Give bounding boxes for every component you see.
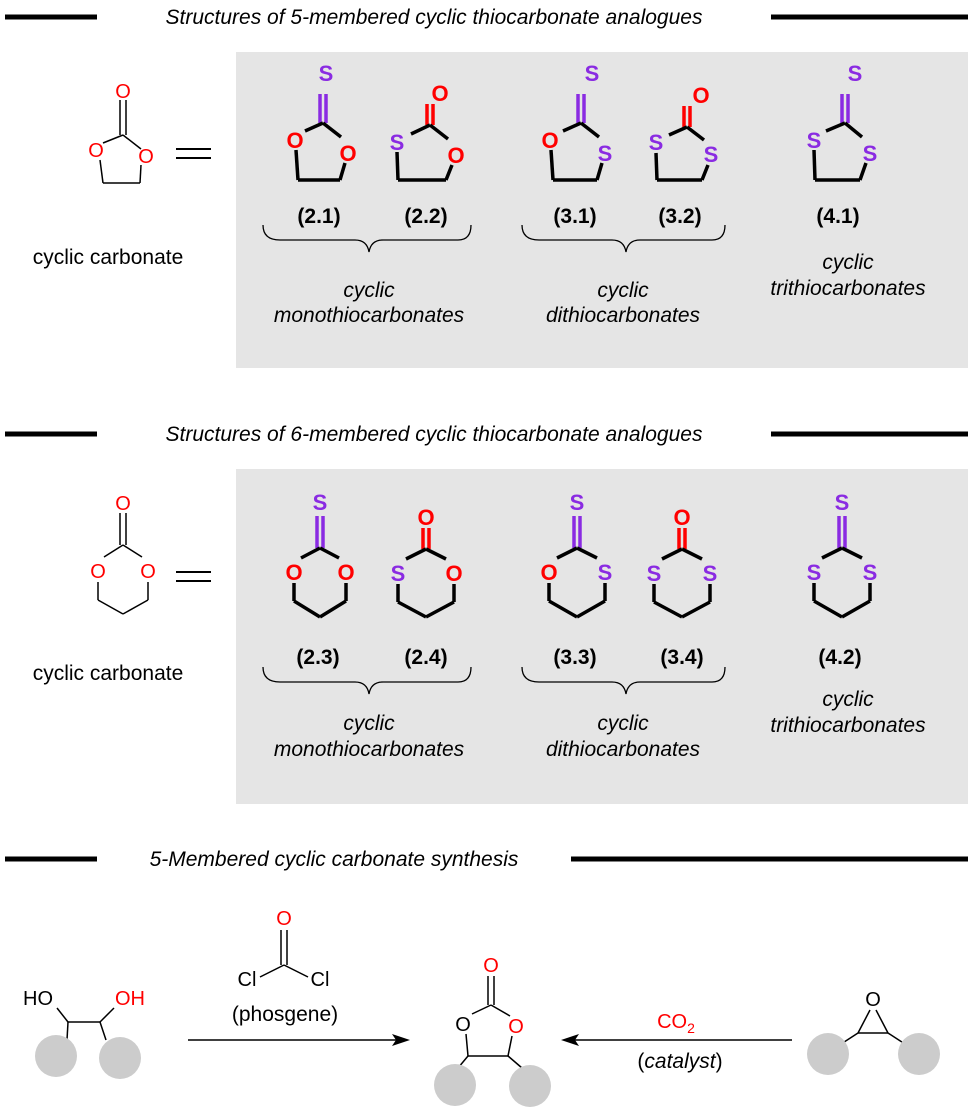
svg-text:S: S — [319, 61, 334, 86]
svg-text:O: O — [541, 128, 558, 153]
svg-text:O: O — [445, 561, 462, 586]
svg-text:OH: OH — [115, 988, 145, 1010]
ref6-ring-o-left: O — [90, 561, 106, 583]
catalyst-label: (catalyst) — [637, 1050, 722, 1073]
molecule-4-1: S S S — [807, 61, 878, 182]
svg-text:O: O — [508, 1016, 524, 1038]
molecule-3-4: O S S — [647, 505, 718, 619]
svg-text:S: S — [391, 561, 406, 586]
molecule-3-1: S O S — [541, 61, 613, 182]
compound-label-2-2: (2.2) — [404, 205, 447, 228]
svg-text:S: S — [848, 61, 863, 86]
diol-molecule: HO OH — [23, 988, 145, 1079]
svg-text:S: S — [598, 560, 613, 585]
ref5-ring-o-right: O — [138, 146, 154, 168]
svg-text:O: O — [431, 81, 448, 106]
co2-label: CO2 — [657, 1011, 695, 1036]
molecule-4-2: S S S — [807, 490, 878, 619]
svg-text:O: O — [337, 560, 354, 585]
svg-text:S: S — [313, 490, 328, 515]
ref6-carbonyl-o: O — [115, 493, 131, 515]
compound-label-3-1: (3.1) — [553, 205, 596, 228]
ref5-ring-o-left: O — [88, 140, 104, 162]
compound-label-2-3: (2.3) — [296, 646, 339, 669]
reference-cyclic-carbonate-6 — [97, 513, 149, 615]
svg-text:S: S — [703, 561, 718, 586]
svg-text:Cl: Cl — [238, 969, 257, 991]
group-label-mono-6-line1: cyclic — [343, 712, 395, 735]
compound-label-4-2: (4.2) — [818, 646, 861, 669]
svg-text:Cl: Cl — [311, 969, 330, 991]
molecule-3-2: O S S — [649, 83, 719, 182]
svg-text:S: S — [390, 130, 405, 155]
group-label-di-5-line1: cyclic — [597, 279, 649, 302]
group-label-tri-6-line2: trithiocarbonates — [770, 714, 926, 737]
group-label-di-5-line2: dithiocarbonates — [546, 304, 701, 327]
panel-5-membered — [236, 52, 968, 368]
compound-label-3-2: (3.2) — [658, 205, 701, 228]
compound-label-2-1: (2.1) — [297, 205, 340, 228]
svg-text:O: O — [286, 128, 303, 153]
svg-text:S: S — [585, 61, 600, 86]
reverse-arrow — [561, 1034, 792, 1046]
svg-text:O: O — [692, 83, 709, 108]
svg-text:S: S — [598, 141, 613, 166]
brace-dithiocarbonates-5 — [521, 224, 726, 253]
epoxide-molecule: O — [807, 989, 940, 1075]
ref5-label: cyclic carbonate — [33, 246, 184, 269]
ref6-ring-o-right: O — [140, 561, 156, 583]
svg-text:O: O — [417, 505, 434, 530]
group-label-mono-5-line1: cyclic — [343, 279, 395, 302]
svg-text:S: S — [704, 142, 719, 167]
section-title-synthesis: 5-Membered cyclic carbonate synthesis — [150, 848, 519, 871]
molecule-2-4: O S O — [391, 505, 463, 619]
brace-monothiocarbonates-6 — [262, 666, 472, 695]
svg-text:O: O — [447, 143, 464, 168]
molecule-3-3: S O S — [540, 490, 613, 619]
group-label-mono-5-line2: monothiocarbonates — [274, 304, 465, 327]
section-title-6-membered: Structures of 6-membered cyclic thiocarb… — [166, 423, 703, 446]
svg-text:S: S — [570, 490, 585, 515]
ref5-carbonyl-o: O — [115, 81, 131, 103]
svg-text:O: O — [285, 560, 302, 585]
svg-text:S: S — [863, 141, 878, 166]
forward-arrow — [188, 1034, 410, 1046]
phosgene-label: (phosgene) — [232, 1003, 338, 1026]
reference-cyclic-carbonate-5 — [99, 100, 142, 184]
compound-label-4-1: (4.1) — [816, 205, 859, 228]
svg-text:S: S — [649, 130, 664, 155]
phosgene-molecule: O Cl Cl — [238, 908, 330, 991]
svg-text:O: O — [673, 505, 690, 530]
group-label-di-6-line1: cyclic — [597, 712, 649, 735]
ref6-label: cyclic carbonate — [33, 662, 184, 685]
product-cyclic-carbonate: O O O — [434, 955, 551, 1107]
svg-text:S: S — [807, 128, 822, 153]
compound-label-3-3: (3.3) — [553, 646, 596, 669]
svg-text:O: O — [276, 908, 292, 930]
svg-text:S: S — [863, 560, 878, 585]
brace-dithiocarbonates-6 — [521, 666, 726, 695]
molecule-2-2: O S O — [390, 81, 465, 182]
group-label-tri-6-line1: cyclic — [822, 688, 874, 711]
molecule-2-1: S O O — [286, 61, 357, 182]
svg-text:O: O — [865, 989, 881, 1011]
compound-label-3-4: (3.4) — [660, 646, 703, 669]
svg-text:O: O — [540, 560, 557, 585]
svg-text:O: O — [483, 955, 499, 977]
svg-text:S: S — [807, 560, 822, 585]
group-label-mono-6-line2: monothiocarbonates — [274, 738, 465, 761]
brace-monothiocarbonates-5 — [262, 224, 472, 253]
svg-text:S: S — [835, 490, 850, 515]
svg-text:O: O — [455, 1014, 471, 1036]
section-title-5-membered: Structures of 5-membered cyclic thiocarb… — [166, 6, 703, 29]
compound-label-2-4: (2.4) — [404, 646, 447, 669]
group-label-tri-5-line2: trithiocarbonates — [770, 277, 926, 300]
group-label-tri-5-line1: cyclic — [822, 251, 874, 274]
group-label-di-6-line2: dithiocarbonates — [546, 738, 701, 761]
svg-text:HO: HO — [23, 988, 53, 1010]
svg-text:S: S — [647, 561, 662, 586]
molecule-2-3: S O O — [285, 490, 355, 619]
svg-text:O: O — [339, 141, 356, 166]
